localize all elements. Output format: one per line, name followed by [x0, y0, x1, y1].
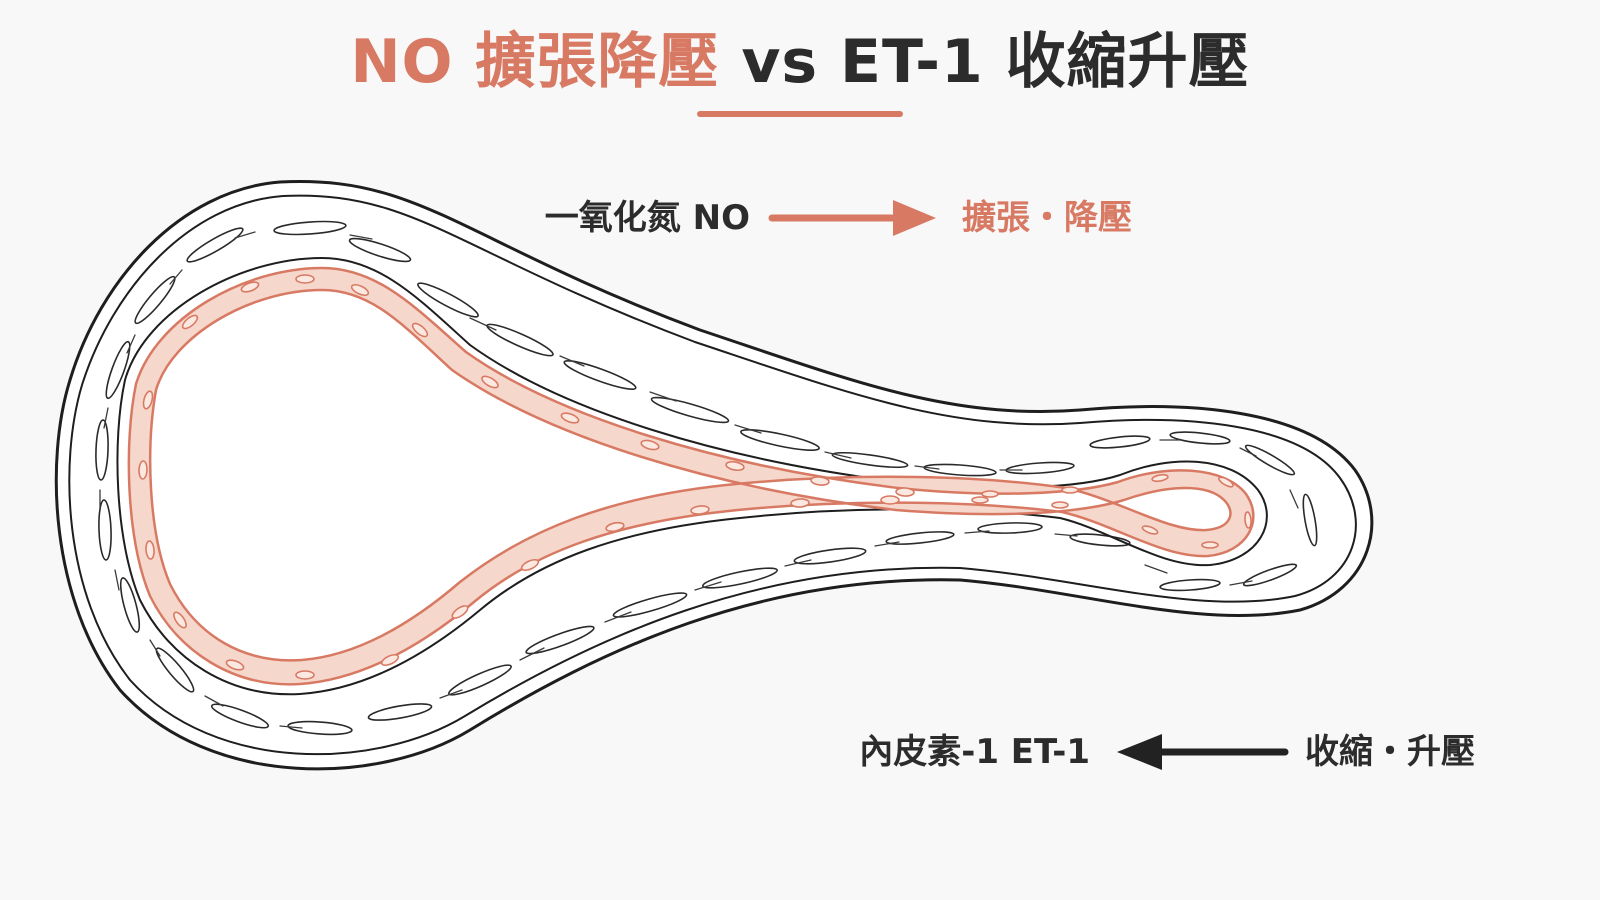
page-title: NO 擴張降壓 vs ET-1 收縮升壓 [0, 22, 1600, 102]
endothelium-layer [127, 266, 1255, 686]
et-arrow [1117, 734, 1289, 770]
smooth-muscle-layer [95, 220, 1318, 736]
et-effect-label: 收縮・升壓 [1305, 732, 1475, 772]
no-effect-label: 擴張・降壓 [962, 198, 1132, 238]
et-label: 內皮素-1 ET-1 [859, 732, 1090, 772]
vessel-outer-wall-inner-line [68, 194, 1357, 756]
endothelial-cells [138, 274, 1252, 680]
title-et-part: vs ET-1 收縮升壓 [741, 27, 1250, 97]
no-arrow [768, 200, 936, 236]
title-no-part: NO 擴張降壓 [350, 27, 720, 97]
no-label: 一氧化氮 NO [544, 198, 750, 238]
media-fiber-lines [99, 231, 1299, 729]
title-underline [697, 111, 903, 117]
